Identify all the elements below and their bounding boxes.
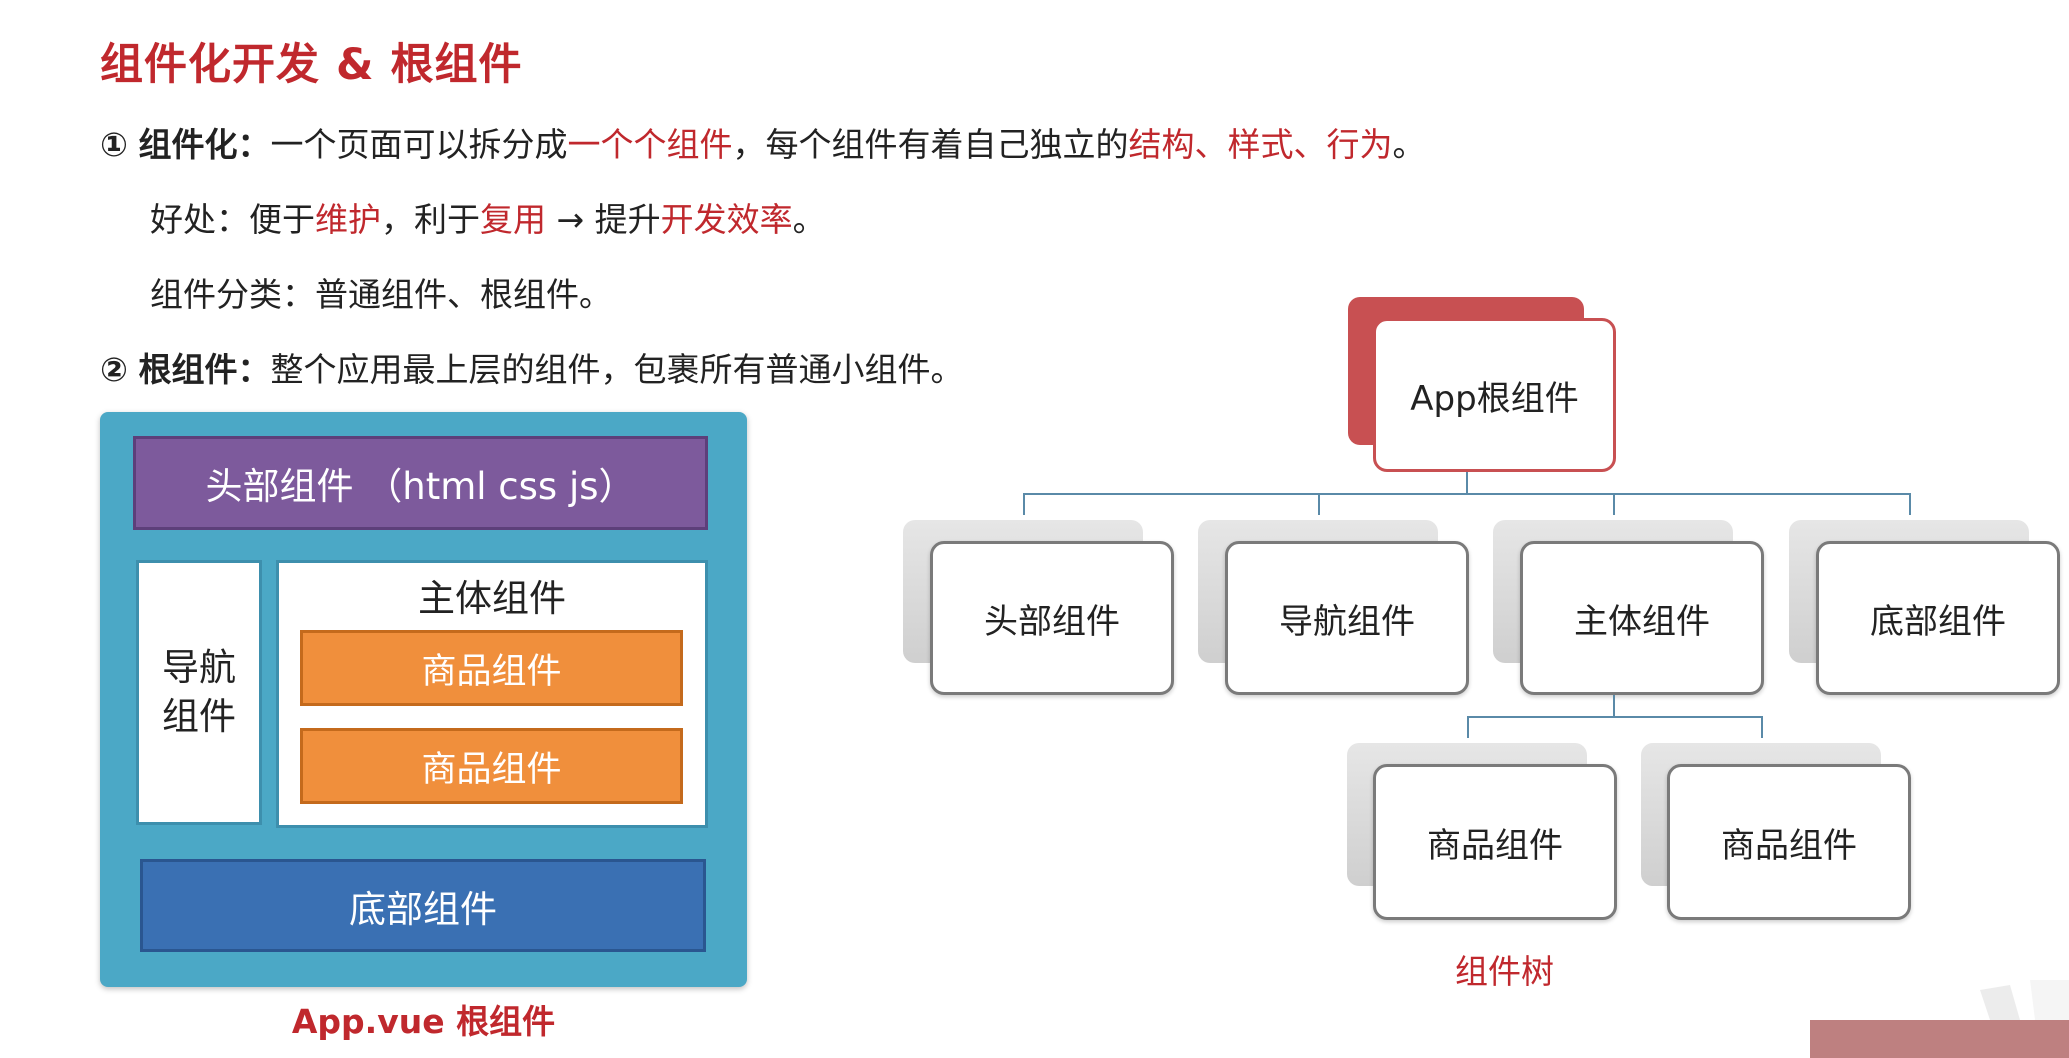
tree-node-footer: 底部组件 [1816, 541, 2060, 695]
tree-caption: 组件树 [1455, 952, 1554, 991]
benefit-highlight-efficiency: 开发效率 [660, 200, 793, 239]
footer-component-box: 底部组件 [140, 859, 706, 952]
page-title: 组件化开发 & 根组件 [100, 40, 523, 90]
tree-connector [1467, 716, 1762, 718]
point-1-label: 组件化： [138, 125, 271, 164]
nav-label-line-1: 导航 [162, 646, 236, 690]
benefit-mid-1: ，利于 [381, 200, 480, 239]
tree-connector [1023, 493, 1911, 495]
benefit-prefix: 好处：便于 [150, 200, 315, 239]
tree-node-main: 主体组件 [1520, 541, 1764, 695]
point-1-marker: ① [100, 125, 128, 164]
benefit-line: 好处：便于维护，利于复用 → 提升开发效率。 [150, 193, 826, 241]
tree-node-goods: 商品组件 [1373, 764, 1617, 920]
goods-component-box: 商品组件 [300, 630, 683, 706]
app-vue-caption: App.vue 根组件 [291, 1002, 556, 1041]
tree-connector [1318, 493, 1320, 515]
benefit-highlight-reuse: 复用 [480, 200, 546, 239]
point-1-text-c: 。 [1392, 125, 1426, 164]
tree-root-node: App根组件 [1373, 318, 1616, 472]
point-2-marker: ② [100, 350, 128, 389]
point-1-highlight-b: 结构、样式、行为 [1128, 125, 1393, 164]
point-1: ① 组件化：一个页面可以拆分成一个个组件，每个组件有着自己独立的结构、样式、行为… [100, 118, 1425, 166]
benefit-mid-2: → 提升 [546, 200, 661, 239]
tree-node-goods: 商品组件 [1667, 764, 1911, 920]
point-2: ② 根组件：整个应用最上层的组件，包裹所有普通小组件。 [100, 343, 963, 391]
point-2-text: 整个应用最上层的组件，包裹所有普通小组件。 [270, 350, 964, 389]
point-1-highlight-a: 一个个组件 [567, 125, 733, 164]
tree-connector [1761, 716, 1763, 738]
classification-line: 组件分类：普通组件、根组件。 [150, 275, 612, 314]
nav-component-box: 导航 组件 [136, 560, 262, 825]
tree-connector [1909, 493, 1911, 515]
point-2-label: 根组件： [138, 350, 271, 389]
point-1-text-b: ，每个组件有着自己独立的 [732, 125, 1129, 164]
watermark-logo [1810, 980, 2069, 1058]
main-component-label: 主体组件 [418, 577, 566, 620]
tree-node-header: 头部组件 [930, 541, 1174, 695]
tree-connector [1613, 493, 1615, 515]
nav-label-line-2: 组件 [162, 694, 236, 738]
tree-connector [1023, 493, 1025, 515]
point-1-text-a: 一个页面可以拆分成 [270, 125, 568, 164]
tree-connector [1466, 472, 1468, 494]
benefit-highlight-maintain: 维护 [315, 200, 381, 239]
tree-node-nav: 导航组件 [1225, 541, 1469, 695]
header-component-box: 头部组件 （html css js） [133, 436, 708, 530]
goods-component-box: 商品组件 [300, 728, 683, 804]
tree-connector [1613, 695, 1615, 717]
benefit-end: 。 [792, 200, 826, 239]
tree-connector [1467, 716, 1469, 738]
